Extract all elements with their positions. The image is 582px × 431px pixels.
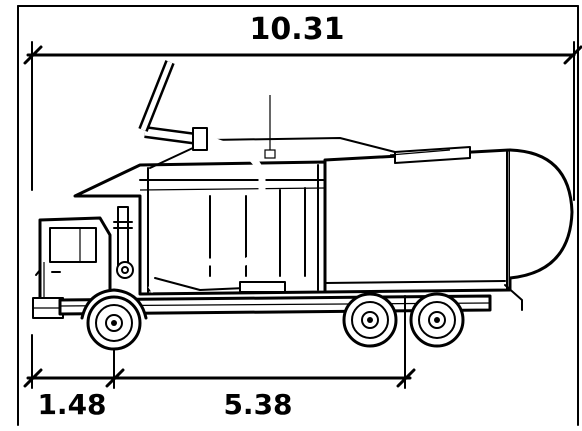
- wheelbase-label: 5.38: [223, 388, 292, 421]
- refuse-body: [323, 146, 574, 311]
- front-wheel: [80, 288, 148, 351]
- rear-wheel-1: [342, 292, 398, 348]
- loader-arm: [138, 60, 286, 293]
- drawing-frame: [17, 5, 579, 426]
- overall-length-dimension: 10.31: [23, 12, 582, 201]
- truck-cab: [32, 216, 112, 319]
- overall-length-label: 10.31: [250, 12, 345, 47]
- bottom-dimension-line: 1.48 5.38: [23, 329, 416, 421]
- exhaust-stack: [113, 206, 134, 279]
- rear-wheel-2: [409, 292, 465, 348]
- front-overhang-label: 1.48: [37, 388, 106, 421]
